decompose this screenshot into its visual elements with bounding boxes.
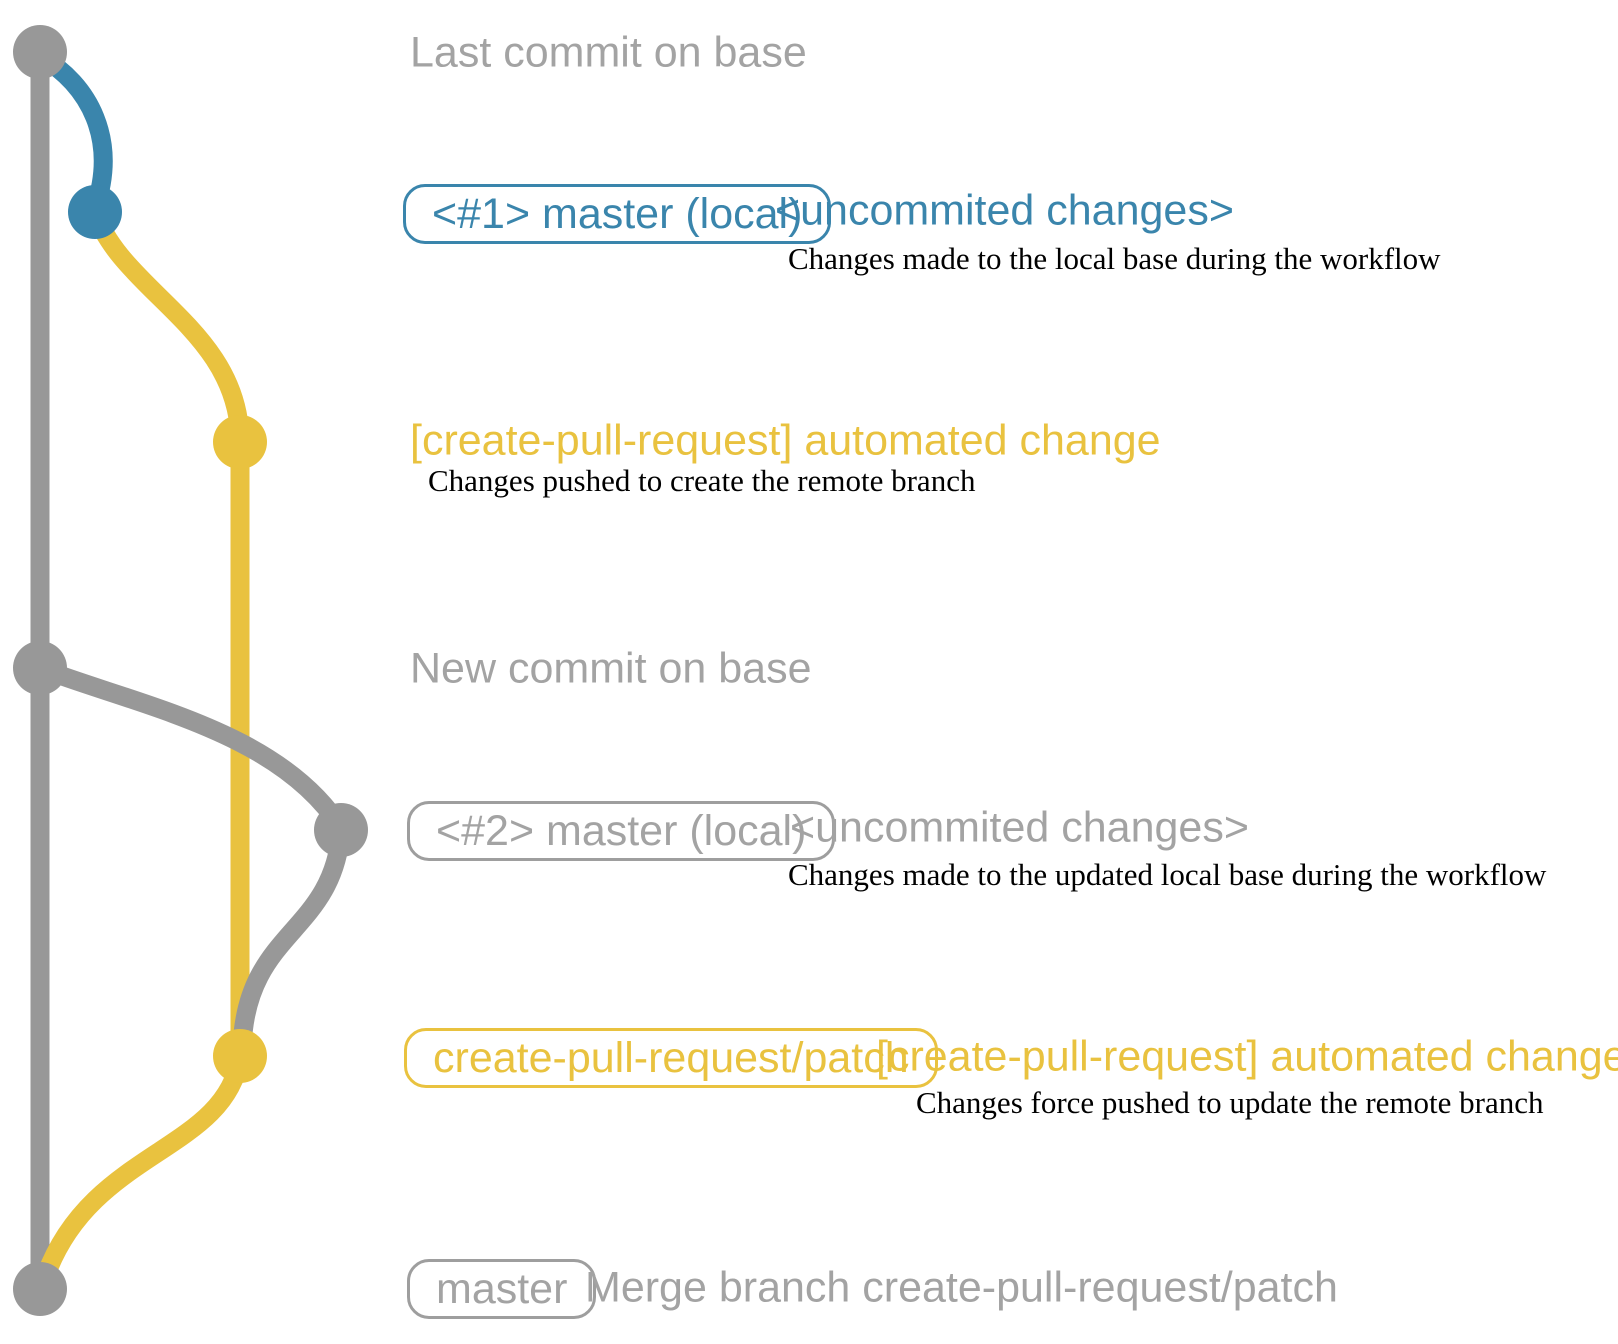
tag-master-local-1-label: <#1> master (local) <box>432 189 803 238</box>
commit-message-merge-branch: Merge branch create-pull-request/patch <box>585 1263 1338 1312</box>
caption-push-create-remote: Changes pushed to create the remote bran… <box>428 463 976 498</box>
tag-master-local-1: <#1> master (local) <box>403 184 832 244</box>
commit-node-patch1 <box>213 415 267 469</box>
tag-create-pull-request-patch: create-pull-request/patch <box>404 1028 938 1088</box>
commit-node-merge <box>13 1262 67 1316</box>
commit-message-automated-change-1: [create-pull-request] automated change <box>410 416 1161 465</box>
commit-node-master2 <box>314 803 368 857</box>
commit-message-automated-change-2: [create-pull-request] automated change <box>876 1032 1618 1081</box>
caption-updated-local-base-changes: Changes made to the updated local base d… <box>788 857 1547 892</box>
commit-node-patch2 <box>213 1029 267 1083</box>
patch-branch-line <box>37 208 250 1279</box>
caption-local-base-changes: Changes made to the local base during th… <box>788 241 1441 276</box>
tag-master-local-2: <#2> master (local) <box>407 801 836 861</box>
annotation-uncommited-changes-1: <uncommited changes> <box>775 186 1234 235</box>
tag-create-pull-request-patch-label: create-pull-request/patch <box>433 1033 909 1082</box>
label-last-commit-on-base: Last commit on base <box>410 28 807 77</box>
tag-master-label: master <box>436 1264 568 1313</box>
tag-master: master <box>407 1259 597 1319</box>
caption-force-push-update-remote: Changes force pushed to update the remot… <box>916 1085 1544 1120</box>
commit-node-last-base <box>13 25 67 79</box>
annotation-uncommited-changes-2: <uncommited changes> <box>790 803 1249 852</box>
commit-node-new-base <box>13 641 67 695</box>
label-new-commit-on-base: New commit on base <box>410 644 812 693</box>
commit-node-master1 <box>68 185 122 239</box>
edge-master2-to-patch <box>232 831 351 1049</box>
tag-master-local-2-label: <#2> master (local) <box>436 806 807 855</box>
edge-base-to-master2 <box>36 659 350 834</box>
